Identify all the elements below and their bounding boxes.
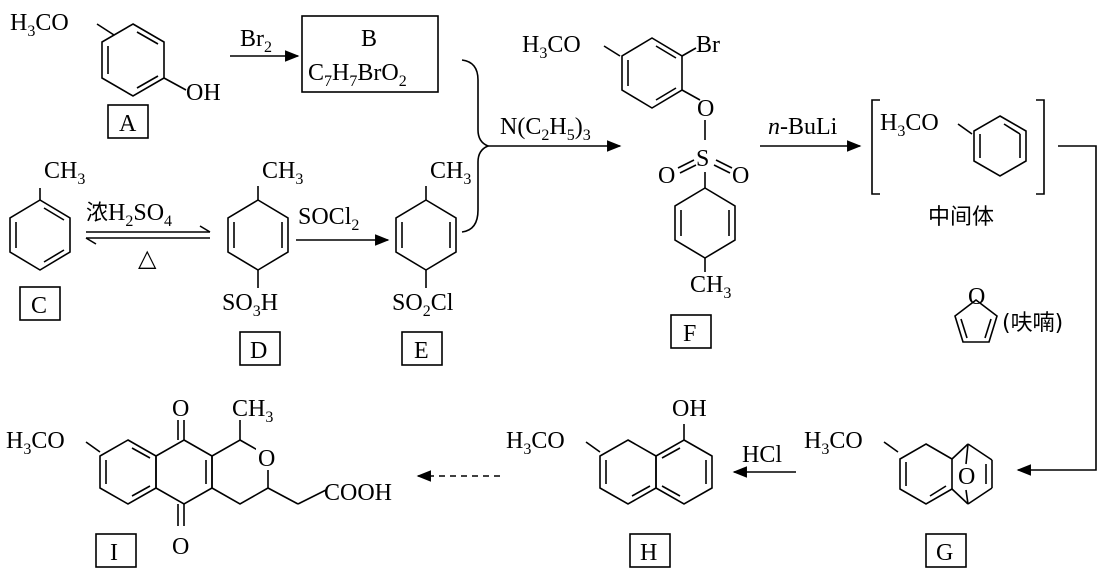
reagent-gh: HCl bbox=[742, 442, 782, 468]
label-i: I bbox=[110, 540, 118, 566]
svg-text:Br2: Br2 bbox=[240, 26, 272, 56]
f-o2: O bbox=[732, 163, 749, 189]
f-s: S bbox=[696, 146, 709, 172]
svg-text:SO2Cl: SO2Cl bbox=[392, 290, 454, 320]
compound-b-box bbox=[301, 15, 439, 93]
reagent-cd-top: 浓H2SO4 bbox=[86, 200, 172, 230]
label-a: A bbox=[119, 111, 137, 137]
arrow-to-f: N(C2H5)3 bbox=[488, 114, 622, 152]
label-e: E bbox=[414, 338, 429, 364]
label-box-a bbox=[107, 104, 149, 139]
label-box-e bbox=[401, 331, 443, 366]
i-o-top: O bbox=[172, 396, 189, 422]
label-c: C bbox=[31, 293, 47, 319]
compound-g: H3CO O G bbox=[804, 428, 993, 568]
g-bridge-o: O bbox=[958, 464, 975, 490]
i-cooh: COOH bbox=[324, 480, 392, 506]
label-g: G bbox=[936, 540, 953, 566]
label-box-c bbox=[19, 286, 61, 321]
compound-c: CH3 C bbox=[9, 158, 85, 321]
label-box-h bbox=[629, 533, 671, 568]
h-oh: OH bbox=[672, 396, 707, 422]
furan-o: O bbox=[968, 284, 985, 310]
label-d: D bbox=[250, 338, 267, 364]
arrow-c-d: 浓H2SO4 △ bbox=[85, 200, 211, 272]
arrow-f-intermediate: n-BuLi bbox=[760, 114, 862, 152]
label-b: B bbox=[361, 26, 377, 52]
svg-text:CH3: CH3 bbox=[430, 158, 471, 188]
compound-e: CH3 SO2Cl E bbox=[392, 158, 471, 366]
furan-ring bbox=[954, 298, 998, 343]
compound-f: H3CO Br O S O O CH3 F bbox=[522, 32, 749, 349]
arrow-a-b: Br2 bbox=[230, 26, 300, 62]
svg-text:N(C2H5)3: N(C2H5)3 bbox=[500, 114, 591, 144]
f-o: O bbox=[697, 96, 714, 122]
svg-text:SO3H: SO3H bbox=[222, 290, 278, 320]
svg-text:H3CO: H3CO bbox=[880, 110, 939, 140]
compound-b: B C7H7BrO2 bbox=[301, 15, 439, 93]
f-br: Br bbox=[696, 32, 720, 58]
compound-a: H3CO OH A bbox=[10, 10, 221, 139]
compound-h: H3CO OH H bbox=[506, 396, 713, 568]
intermediate-name: 中间体 bbox=[928, 205, 994, 230]
svg-text:CH3: CH3 bbox=[232, 396, 273, 426]
svg-text:CH3: CH3 bbox=[44, 158, 85, 188]
label-h: H bbox=[640, 540, 657, 566]
combine-brace bbox=[461, 59, 491, 233]
f-o1: O bbox=[658, 163, 675, 189]
i-ring-o: O bbox=[258, 446, 275, 472]
intermediate-benzyne: H3CO 中间体 bbox=[871, 99, 1045, 230]
svg-text:H3CO: H3CO bbox=[10, 10, 69, 40]
label-box-g bbox=[925, 533, 967, 568]
compound-d: CH3 SO3H D bbox=[222, 158, 303, 366]
svg-text:H3CO: H3CO bbox=[6, 428, 65, 458]
svg-text:H3CO: H3CO bbox=[804, 428, 863, 458]
svg-text:H3CO: H3CO bbox=[506, 428, 565, 458]
arrow-intermediate-g: O (呋喃) bbox=[954, 145, 1097, 476]
arrow-g-h: HCl bbox=[732, 442, 796, 478]
svg-text:SOCl2: SOCl2 bbox=[298, 204, 359, 234]
a-oh: OH bbox=[186, 80, 221, 106]
svg-text:n-BuLi: n-BuLi bbox=[768, 114, 838, 140]
svg-text:CH3: CH3 bbox=[262, 158, 303, 188]
label-f: F bbox=[683, 321, 696, 347]
b-formula: C7H7BrO2 bbox=[308, 60, 407, 90]
furan-name: (呋喃) bbox=[1002, 311, 1063, 336]
i-o-bottom: O bbox=[172, 534, 189, 560]
svg-text:H3CO: H3CO bbox=[522, 32, 581, 62]
arrow-d-e: SOCl2 bbox=[296, 204, 390, 246]
label-box-d bbox=[239, 331, 281, 366]
label-box-f bbox=[670, 314, 712, 349]
reagent-cd-bottom: △ bbox=[138, 246, 157, 272]
compound-i: H3CO O O CH3 O COOH I bbox=[6, 396, 392, 568]
svg-text:CH3: CH3 bbox=[690, 272, 731, 302]
label-box-i bbox=[95, 533, 137, 568]
